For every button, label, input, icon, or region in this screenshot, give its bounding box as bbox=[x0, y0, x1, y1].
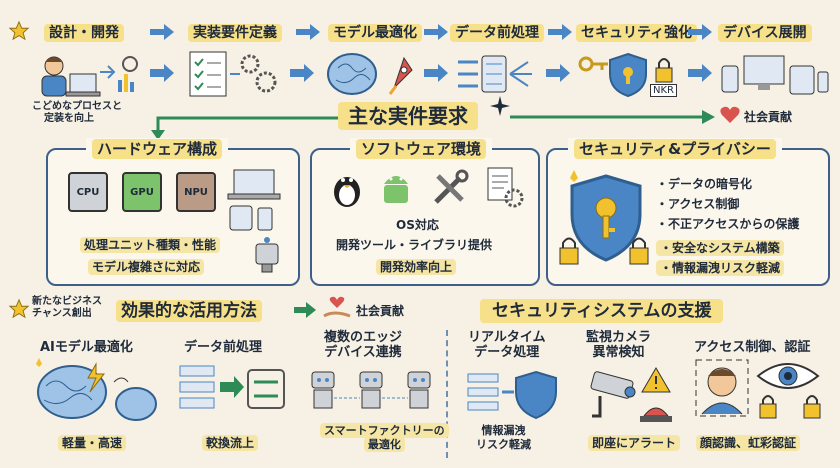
new-business-line2: チャンス創出 bbox=[32, 308, 92, 319]
hardware-line2: モデル複雑さに対応 bbox=[88, 258, 205, 275]
nkr-badge: NKR bbox=[650, 84, 677, 97]
new-business-line1: 新たなビジネス bbox=[32, 296, 102, 307]
process-note-line2: 定装を向上 bbox=[44, 113, 94, 124]
hand-heart-icon bbox=[323, 296, 351, 318]
forward-arrow-icon bbox=[510, 110, 715, 124]
checklist-icon bbox=[189, 51, 277, 97]
center-banner-title: 主な実件要求 bbox=[338, 102, 478, 130]
software-line2: 開発ツール・ライブラリ提供 bbox=[336, 238, 493, 252]
section-divider bbox=[446, 330, 448, 458]
col-realtime-caption-line1: 情報漏洩 bbox=[481, 424, 526, 437]
linux-penguin-icon bbox=[334, 177, 360, 207]
center-banner: 主な実件要求 bbox=[338, 100, 478, 130]
document-gear-icon bbox=[487, 167, 524, 208]
star-icon bbox=[8, 20, 30, 41]
sparkle-icon bbox=[490, 96, 510, 116]
step-label-requirements: 実装要件定義 bbox=[188, 24, 282, 42]
security-bullet: ・不正アクセスからの保護 bbox=[656, 217, 800, 231]
col-ai-caption: 軽量・高速 bbox=[58, 434, 127, 451]
flow-arrow-icon bbox=[296, 24, 320, 40]
security-bullet: ・安全なシステム構築 bbox=[656, 238, 799, 258]
brain-rocket-icon bbox=[327, 53, 413, 95]
col-ai-title: AIモデル最適化 bbox=[40, 340, 133, 355]
support-title: セキュリティシステムの支援 bbox=[480, 296, 724, 323]
bottom-social-label: 社会貢献 bbox=[356, 304, 405, 318]
cpu-chip-icon: CPU bbox=[68, 172, 108, 212]
software-line1: OS対応 bbox=[396, 218, 439, 232]
new-business-note: 新たなビジネス チャンス創出 bbox=[32, 296, 102, 320]
data-shield-icon bbox=[467, 370, 557, 420]
col-preprocess-title: データ前処理 bbox=[184, 340, 263, 355]
step-label-design: 設計・開発 bbox=[44, 24, 124, 42]
heart-icon bbox=[720, 106, 740, 123]
flow-arrow-icon bbox=[688, 24, 712, 40]
data-filter-icon bbox=[458, 55, 532, 93]
col-realtime-title-line2: データ処理 bbox=[474, 345, 540, 360]
camera-alert-icon bbox=[590, 367, 672, 422]
flow-arrow-icon bbox=[424, 24, 448, 40]
flow-arrow-icon bbox=[424, 64, 448, 82]
flow-arrow-icon bbox=[688, 64, 712, 82]
flow-arrow-icon bbox=[150, 64, 174, 82]
robots-icon bbox=[311, 371, 431, 409]
face-iris-icon bbox=[695, 359, 821, 419]
android-icon bbox=[384, 176, 408, 203]
col-camera-title-line1: 監視カメラ bbox=[586, 330, 652, 345]
process-note: こどめなプロセスと 定装を向上 bbox=[32, 101, 122, 125]
col-access-caption: 顔認識、虹彩認証 bbox=[696, 434, 801, 451]
green-arrow-icon bbox=[294, 302, 316, 318]
usage-title: 効果的な活用方法 bbox=[116, 296, 262, 322]
col-edge-caption: スマートファクトリーの 最適化 bbox=[320, 423, 449, 452]
star-icon bbox=[8, 298, 30, 319]
col-camera-caption: 即座にアラート bbox=[588, 434, 681, 451]
flow-arrow-icon bbox=[290, 64, 314, 82]
edge-device-icon bbox=[255, 237, 279, 273]
gpu-chip-icon: GPU bbox=[122, 172, 162, 212]
step-label-model-optimization: モデル最適化 bbox=[328, 24, 422, 42]
hardware-panel-title: ハードウェア構成 bbox=[92, 139, 223, 159]
security-panel-title: セキュリティ&プライバシー bbox=[574, 139, 776, 159]
security-bullets: ・データの暗号化 ・アクセス制御 ・不正アクセスからの保護 ・安全なシステム構築… bbox=[656, 174, 799, 278]
social-contribution-label: 社会貢献 bbox=[744, 110, 793, 124]
hardware-line1: 処理ユニット種類・性能 bbox=[80, 236, 221, 253]
devices-icon bbox=[721, 55, 829, 95]
flow-arrow-icon bbox=[548, 24, 572, 40]
security-bullet: ・情報漏洩リスク軽減 bbox=[656, 258, 799, 278]
col-access-title: アクセス制御、認証 bbox=[694, 340, 811, 355]
flow-arrow-icon bbox=[546, 64, 570, 82]
security-shield-icon bbox=[578, 52, 673, 98]
flow-arrow-icon bbox=[150, 24, 174, 40]
col-preprocess-caption: 較換流上 bbox=[202, 434, 259, 451]
col-camera-title: 監視カメラ 異常検知 bbox=[586, 330, 651, 360]
laptop-tablet-icon bbox=[227, 169, 281, 231]
step-label-deployment: デバイス展開 bbox=[718, 24, 812, 42]
security-bullet: ・アクセス制御 bbox=[656, 197, 740, 211]
col-edge-title-line2: デバイス連携 bbox=[324, 345, 402, 360]
col-realtime-title-line1: リアルタイム bbox=[468, 330, 546, 345]
step-label-preprocessing: データ前処理 bbox=[450, 24, 544, 42]
col-realtime-title: リアルタイム データ処理 bbox=[468, 330, 546, 360]
brain-bolt-icon bbox=[36, 358, 157, 421]
step-label-security: セキュリティ強化 bbox=[576, 24, 698, 42]
tools-icon bbox=[434, 169, 469, 204]
col-edge-title: 複数のエッジ デバイス連携 bbox=[324, 330, 402, 360]
return-arrow-icon bbox=[151, 116, 338, 140]
npu-chip-icon: NPU bbox=[176, 172, 216, 212]
software-line3: 開発効率向上 bbox=[376, 258, 457, 275]
software-panel-title: ソフトウェア環境 bbox=[356, 139, 487, 159]
col-camera-title-line2: 異常検知 bbox=[592, 345, 645, 360]
process-note-line1: こどめなプロセスと bbox=[32, 101, 122, 112]
security-bullet: ・データの暗号化 bbox=[656, 177, 753, 191]
shield-key-icon bbox=[559, 170, 649, 265]
col-edge-title-line1: 複数のエッジ bbox=[324, 330, 403, 345]
data-transform-icon bbox=[179, 365, 285, 409]
col-realtime-caption: 情報漏洩 リスク軽減 bbox=[476, 424, 531, 452]
developer-icon bbox=[41, 56, 138, 97]
col-realtime-caption-line2: リスク軽減 bbox=[476, 438, 531, 451]
